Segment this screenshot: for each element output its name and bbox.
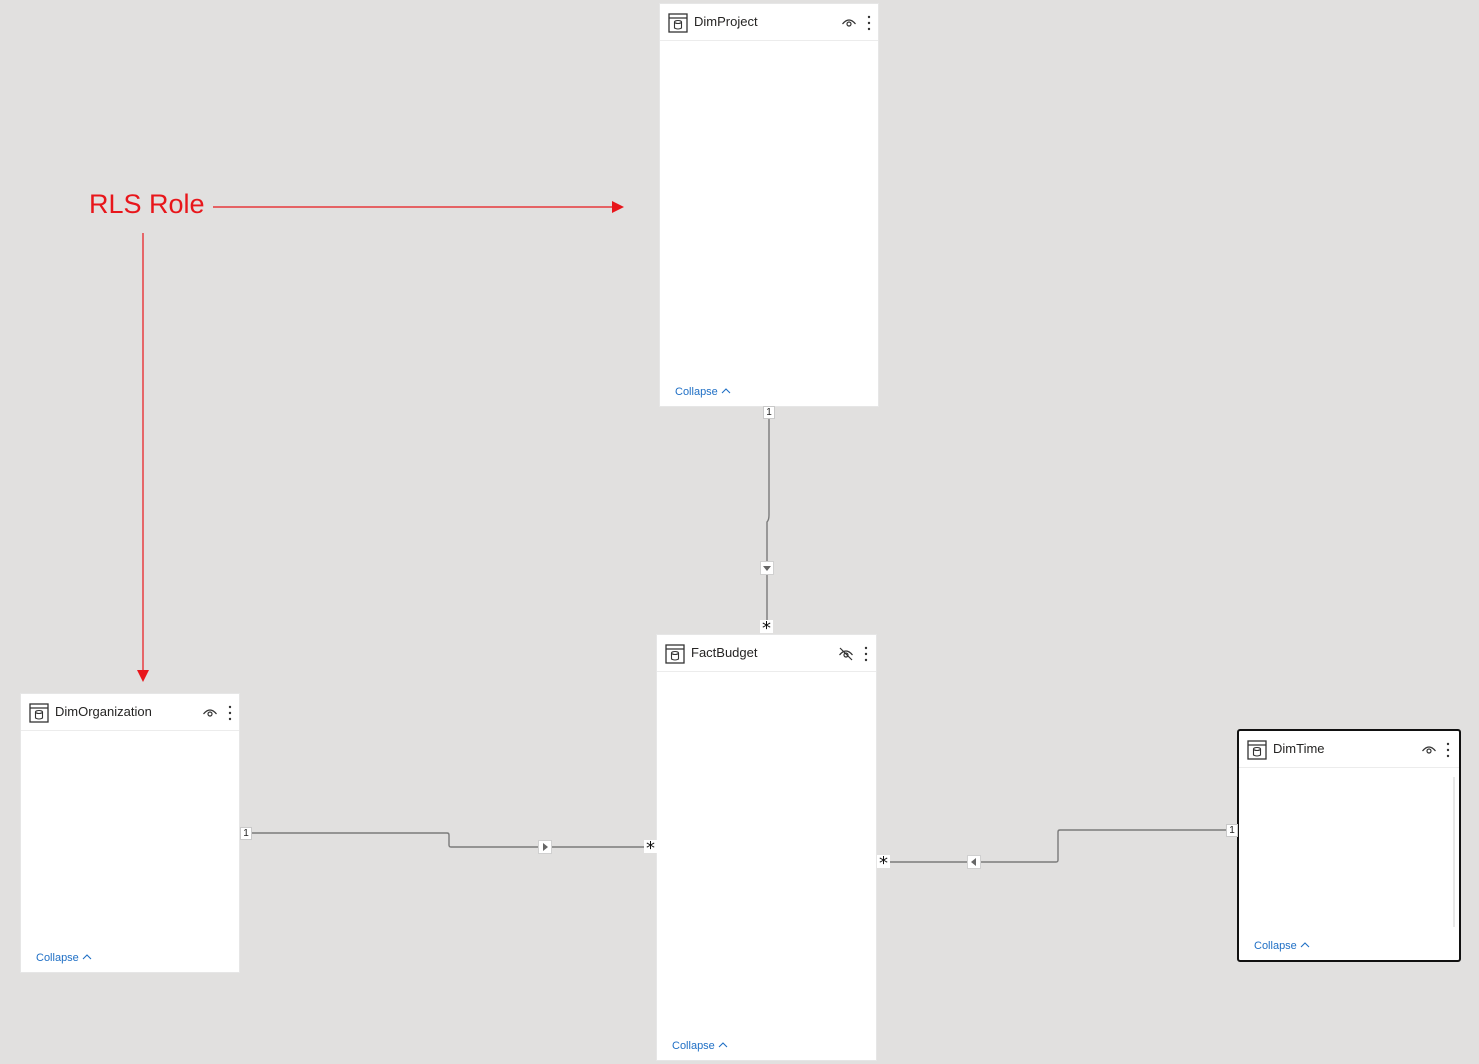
more-options-icon[interactable] — [863, 645, 869, 663]
cardinality-many-label: * — [877, 853, 890, 874]
cardinality-many-label: * — [760, 618, 773, 639]
eye-icon[interactable] — [1421, 742, 1437, 758]
table-title: DimTime — [1273, 741, 1325, 756]
collapse-link[interactable]: Collapse — [1254, 940, 1310, 952]
cardinality-one-label: 1 — [1226, 824, 1238, 837]
collapse-link[interactable]: Collapse — [675, 386, 731, 398]
collapse-link[interactable]: Collapse — [672, 1040, 728, 1052]
table-title: DimProject — [694, 14, 758, 29]
collapse-link[interactable]: Collapse — [36, 952, 92, 964]
relationship-line-time-fact[interactable] — [890, 829, 1226, 863]
collapse-label: Collapse — [36, 952, 79, 964]
cardinality-many-label: * — [644, 838, 657, 859]
table-title: DimOrganization — [55, 704, 152, 719]
rls-role-annotation: RLS Role — [89, 189, 205, 219]
filter-direction-right-icon[interactable] — [538, 840, 552, 854]
collapse-label: Collapse — [1254, 940, 1297, 952]
eye-icon[interactable] — [841, 15, 857, 31]
more-options-icon[interactable] — [227, 704, 233, 722]
chevron-up-icon — [82, 954, 92, 960]
collapse-label: Collapse — [675, 386, 718, 398]
more-options-icon[interactable] — [1445, 741, 1451, 759]
chevron-up-icon — [1300, 942, 1310, 948]
cardinality-one-label: 1 — [240, 827, 252, 840]
relationship-line-project-fact[interactable] — [766, 419, 770, 627]
filter-direction-down-icon[interactable] — [760, 561, 774, 575]
table-card-dimorganization[interactable]: DimOrganization Collapse — [20, 693, 240, 973]
table-card-dimtime[interactable]: DimTime Collapse — [1237, 729, 1461, 962]
table-header[interactable]: FactBudget — [657, 635, 876, 672]
chevron-up-icon — [721, 388, 731, 394]
table-header[interactable]: DimTime — [1239, 731, 1459, 768]
table-icon — [665, 644, 685, 664]
table-header[interactable]: DimProject — [660, 4, 878, 41]
table-card-dimproject[interactable]: DimProject Collapse — [659, 3, 879, 407]
relationship-line-organization-fact[interactable] — [252, 832, 644, 848]
table-icon — [668, 13, 688, 33]
more-options-icon[interactable] — [866, 14, 872, 32]
table-title: FactBudget — [691, 645, 758, 660]
table-icon — [29, 703, 49, 723]
eye-icon[interactable] — [202, 705, 218, 721]
table-header[interactable]: DimOrganization — [21, 694, 239, 731]
table-card-factbudget[interactable]: FactBudget Collapse — [656, 634, 877, 1061]
scrollbar[interactable] — [1453, 777, 1455, 927]
table-icon — [1247, 740, 1267, 760]
chevron-up-icon — [718, 1042, 728, 1048]
eye-hidden-icon[interactable] — [838, 646, 854, 662]
filter-direction-left-icon[interactable] — [967, 855, 981, 869]
collapse-label: Collapse — [672, 1040, 715, 1052]
cardinality-one-label: 1 — [763, 406, 775, 419]
